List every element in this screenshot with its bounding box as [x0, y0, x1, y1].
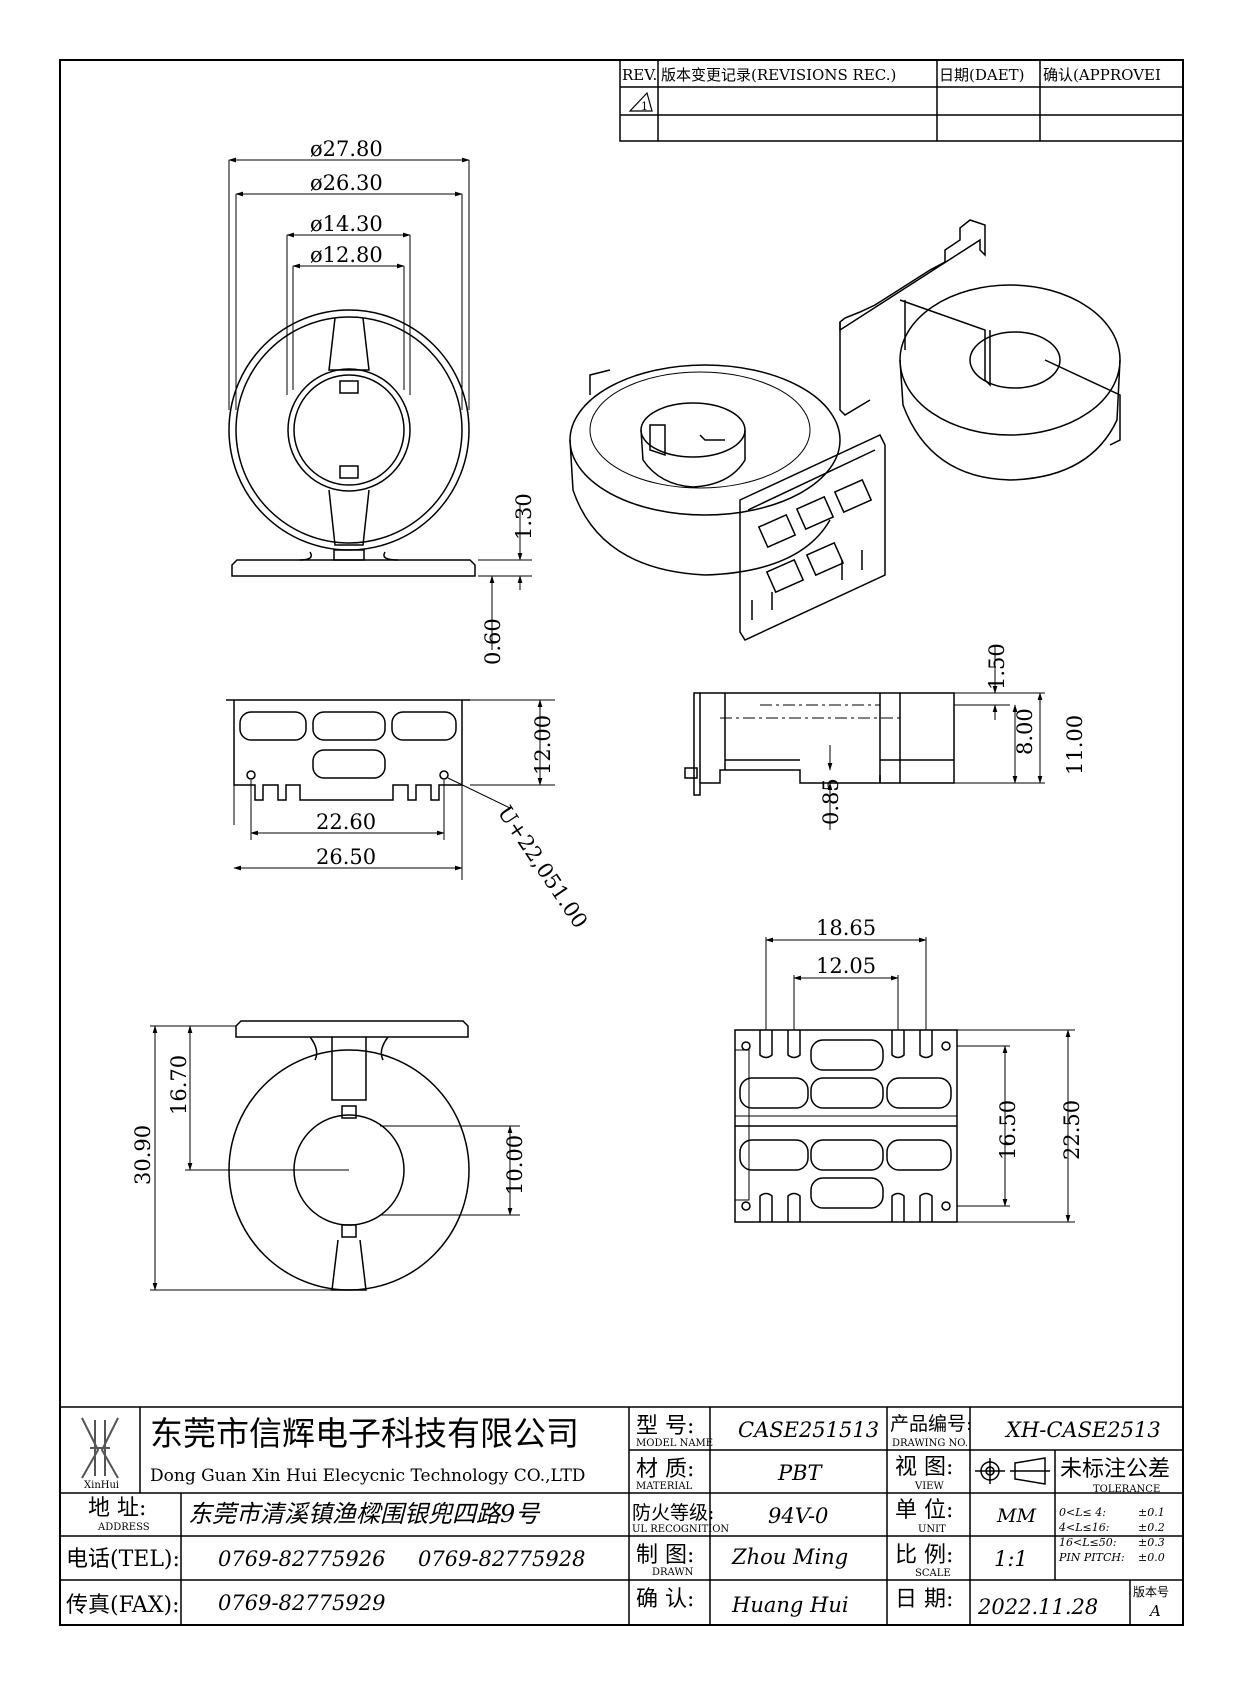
front-section-view: [684, 692, 955, 796]
front-view-ring: [228, 1020, 470, 1291]
address-label: 地 址:: [88, 1496, 146, 1521]
title-block: [59, 1406, 1184, 1626]
top-view: [228, 157, 476, 577]
dim-0-85: 0.85: [819, 778, 843, 825]
unit-label-en: UNIT: [918, 1524, 946, 1535]
dim-18-65: 18.65: [816, 916, 876, 940]
dim-26-50: 26.50: [316, 845, 376, 869]
drawn-value: Zhou Ming: [731, 1545, 848, 1569]
dim-22-60: 22.60: [316, 810, 376, 834]
dim-d26-30: ø26.30: [310, 171, 383, 195]
fax-label: 传真(FAX):: [66, 1593, 179, 1618]
drawing-no-label: 产品编号:: [890, 1413, 972, 1435]
isometric-view-right: [839, 219, 1121, 481]
drawn-label-en: DRAWN: [652, 1567, 694, 1578]
dim-pin-pitch: U+22,051.00: [493, 801, 592, 932]
material-label: 材 质:: [636, 1457, 694, 1482]
company-name-en: Dong Guan Xin Hui Elecycnic Technology C…: [150, 1466, 585, 1486]
date-label: 日 期:: [895, 1587, 953, 1612]
unit-label: 单 位:: [895, 1498, 953, 1523]
tolerance-row-3-range: 16<L≤50:: [1059, 1536, 1116, 1549]
dim-16-70: 16.70: [167, 1055, 191, 1115]
version-value: A: [1148, 1602, 1161, 1620]
tolerance-row-1-range: 0<L≤ 4:: [1059, 1506, 1106, 1519]
rev-row-1-mark: 1: [641, 100, 648, 113]
tolerance-row-1-value: ±0.1: [1138, 1506, 1165, 1519]
dim-30-90: 30.90: [131, 1125, 155, 1185]
ul-label-en: UL RECOGNITION: [632, 1524, 729, 1535]
model-label-en: MODEL NAME: [636, 1438, 713, 1449]
version-label: 版本号: [1133, 1585, 1169, 1599]
logo-text: XinHui: [84, 1480, 119, 1491]
material-value: PBT: [777, 1461, 824, 1485]
model-value: CASE251513: [738, 1418, 879, 1442]
scale-value: 1:1: [994, 1547, 1028, 1571]
projection-symbol-icon: [975, 1457, 1050, 1485]
tolerance-label-en: TOLERANCE: [1093, 1484, 1160, 1495]
date-value: 2022.11.28: [977, 1595, 1098, 1619]
check-label: 确 认:: [636, 1587, 694, 1612]
tel-2: 0769-82775928: [418, 1547, 585, 1571]
sheet-border: [59, 59, 1184, 1626]
company-name-cn: 东莞市信辉电子科技有限公司: [150, 1414, 579, 1453]
dim-d14-30: ø14.30: [310, 212, 383, 236]
tolerance-row-4-range: PIN PITCH:: [1058, 1551, 1125, 1564]
tel-1: 0769-82775926: [218, 1547, 385, 1571]
fax-value: 0769-82775929: [218, 1591, 385, 1615]
rev-header-record: 版本变更记录(REVISIONS REC.): [661, 66, 896, 84]
dim-d27-80: ø27.80: [310, 137, 383, 161]
drawn-label: 制 图:: [636, 1543, 694, 1568]
tolerance-row-2-range: 4<L≤16:: [1058, 1521, 1109, 1534]
isometric-view-left: [569, 364, 886, 641]
unit-value: MM: [996, 1505, 1036, 1527]
dim-1-50: 1.50: [985, 643, 1009, 690]
ul-value: 94V-0: [768, 1504, 828, 1528]
address-label-en: ADDRESS: [97, 1522, 150, 1533]
side-view-comb: [226, 699, 470, 880]
tolerance-row-4-value: ±0.0: [1138, 1551, 1165, 1564]
dim-11-00: 11.00: [1063, 715, 1087, 775]
check-value: Huang Hui: [731, 1593, 849, 1617]
dim-8-00: 8.00: [1013, 708, 1037, 755]
rev-header-rev: REV.: [622, 66, 657, 84]
tolerance-label: 未标注公差: [1060, 1457, 1170, 1482]
address-value: 东莞市清溪镇渔樑围银兜四路9号: [188, 1500, 541, 1528]
view-label-en: VIEW: [914, 1481, 944, 1492]
dim-0-60: 0.60: [481, 618, 505, 665]
dim-16-50: 16.50: [996, 1100, 1020, 1160]
dim-12-05: 12.05: [816, 954, 876, 978]
revision-table: [619, 59, 1184, 142]
ul-label: 防火等级:: [632, 1502, 714, 1524]
dim-d12-80: ø12.80: [310, 243, 383, 267]
dim-12-00: 12.00: [531, 715, 555, 775]
scale-label-en: SCALE: [915, 1568, 951, 1579]
material-label-en: MATERIAL: [636, 1481, 693, 1492]
rev-header-date: 日期(DAET): [939, 66, 1025, 84]
model-label: 型 号:: [636, 1414, 694, 1439]
rev-header-approve: 确认(APPROVEI: [1043, 66, 1161, 84]
tel-label: 电话(TEL):: [66, 1547, 180, 1572]
bottom-view-plate: [734, 1029, 958, 1223]
tolerance-row-3-value: ±0.3: [1138, 1536, 1165, 1549]
dim-22-50: 22.50: [1060, 1100, 1084, 1160]
tolerance-row-2-value: ±0.2: [1138, 1521, 1165, 1534]
drawing-no-value: XH-CASE2513: [1004, 1418, 1161, 1442]
view-label: 视 图:: [895, 1455, 953, 1480]
scale-label: 比 例:: [895, 1543, 953, 1568]
drawing-no-label-en: DRAWING NO.: [892, 1438, 968, 1449]
dim-10-00: 10.00: [503, 1135, 527, 1195]
company-logo: [81, 1417, 119, 1479]
dim-1-30: 1.30: [512, 493, 536, 540]
